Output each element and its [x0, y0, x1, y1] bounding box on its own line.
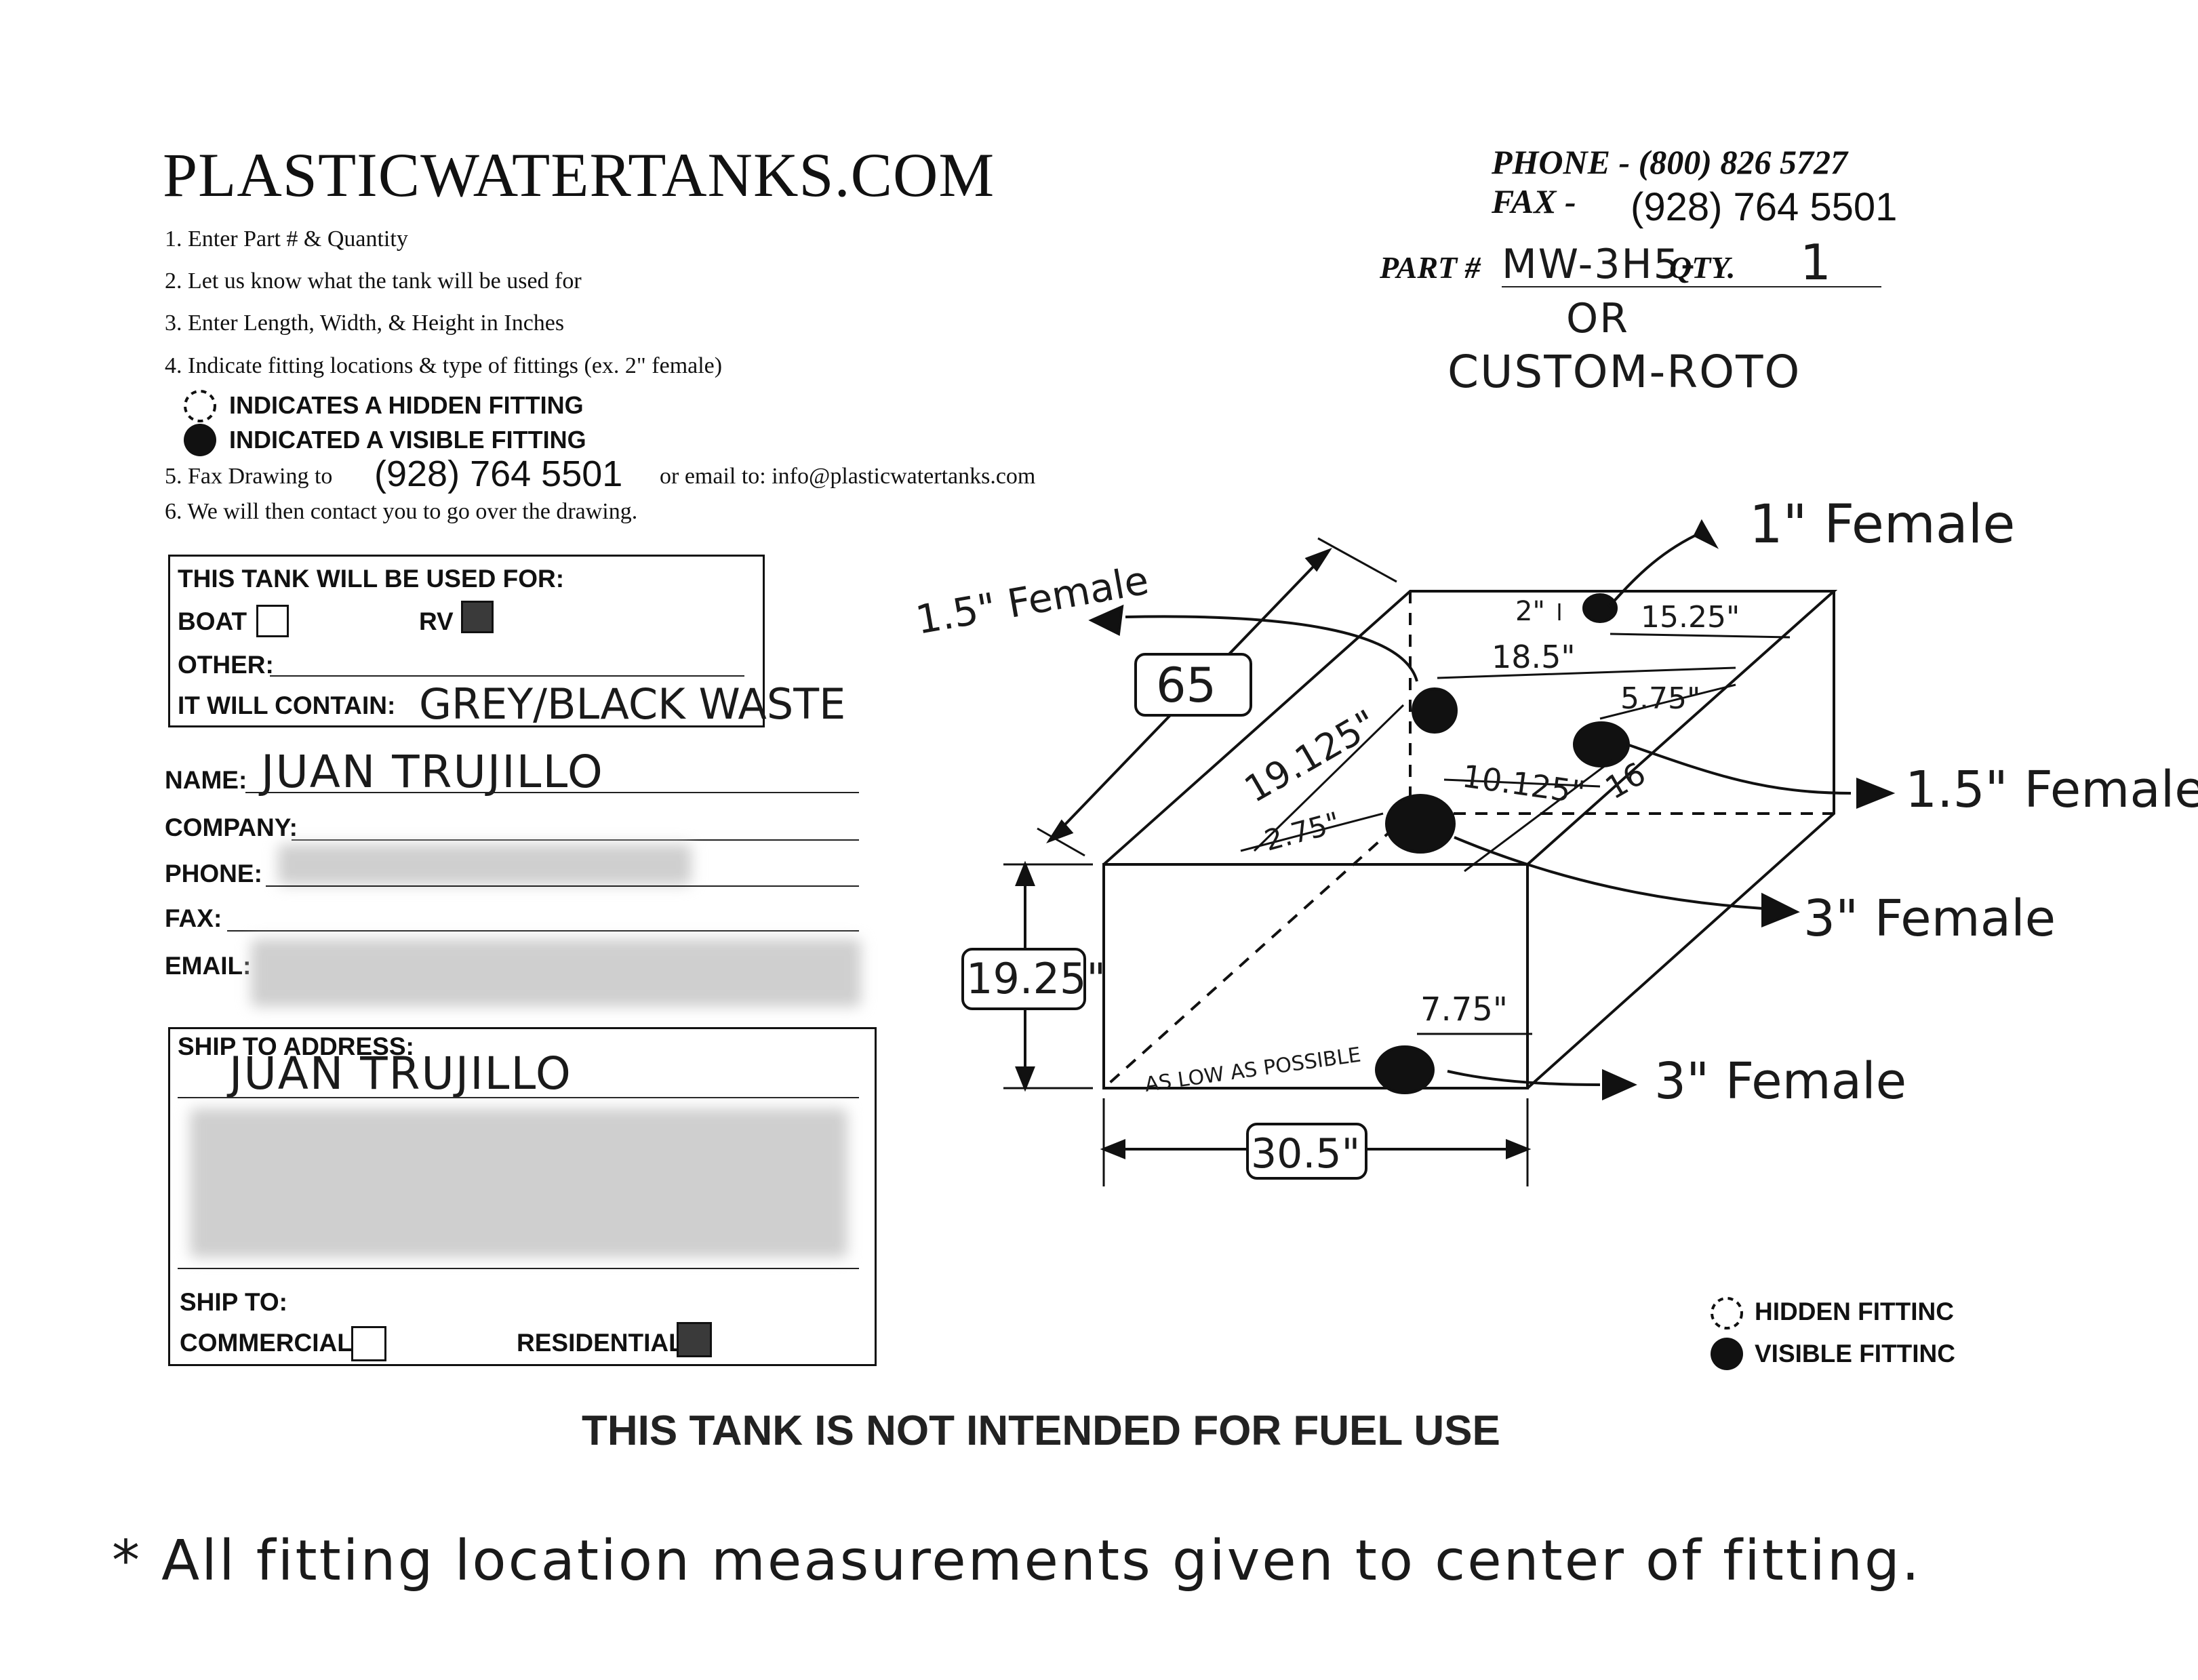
fitting-note: * All fitting location measurements give… [112, 1529, 1921, 1593]
part-label: PART # [1380, 250, 1481, 285]
fitting-left-back [1412, 687, 1458, 734]
fitting-right-mid [1573, 721, 1630, 767]
fax-field-label: FAX: [165, 904, 222, 932]
company-field[interactable] [292, 839, 859, 841]
company-label: COMPANY: [165, 814, 298, 841]
phone-field[interactable] [266, 885, 859, 887]
fitting-front-top [1385, 794, 1456, 854]
fuel-warning: THIS TANK IS NOT INTENDED FOR FUEL USE [582, 1407, 1500, 1454]
commercial-label: COMMERCIAL [180, 1329, 353, 1357]
instruction-step-5-suffix: or email to: info@plasticwatertanks.com [660, 464, 1036, 489]
phone-line: PHONE - (800) 826 5727 [1492, 143, 1847, 181]
instruction-step-1: 1. Enter Part # & Quantity [165, 226, 408, 252]
label-1in-female: 1" Female [1749, 494, 2015, 555]
other-label: OTHER: [178, 651, 274, 679]
instruction-step-5-fax: (928) 764 5501 [374, 454, 623, 494]
tank-front-face [1102, 863, 1529, 1089]
shipping-box [168, 1027, 877, 1366]
qty-label: QTY. [1669, 250, 1736, 285]
legend-visible-label: VISIBLE FITTINC [1755, 1340, 1955, 1367]
boat-label: BOAT [178, 607, 247, 635]
m-10-125: 10.125" [1460, 757, 1587, 811]
custom-roto-text: CUSTOM-ROTO [1447, 346, 1801, 398]
m-5-75: 5.75" [1620, 681, 1700, 716]
fitting-bottom [1375, 1045, 1435, 1094]
label-1-5in-female-right: 1.5" Female [1905, 761, 2198, 819]
m-18-5: 18.5" [1492, 639, 1576, 675]
visible-fitting-legend: INDICATED A VISIBLE FITTING [229, 426, 586, 454]
contain-label: IT WILL CONTAIN: [178, 692, 396, 719]
legend-hidden-icon [1711, 1297, 1743, 1329]
email-label: EMAIL: [165, 952, 252, 980]
m-7-75: 7.75" [1420, 991, 1508, 1028]
instruction-step-4: 4. Indicate fitting locations & type of … [165, 353, 723, 378]
m-2-75: 2.75" [1261, 805, 1344, 858]
hidden-fitting-legend: INDICATES A HIDDEN FITTING [229, 391, 584, 419]
fitting-top-small [1582, 593, 1618, 623]
email-redacted [251, 939, 861, 1007]
residential-label: RESIDENTIAL [517, 1329, 684, 1357]
legend-visible-icon [1711, 1338, 1743, 1370]
phone-label: PHONE: [165, 860, 262, 887]
rv-checkbox[interactable] [461, 601, 494, 633]
part-underline [1502, 286, 1881, 287]
brand-title: PLASTICWATERTANKS.COM [163, 140, 995, 209]
dim-width: 30.5" [1251, 1130, 1360, 1178]
label-3in-female-bottom: 3" Female [1654, 1052, 1906, 1111]
ship-address-redacted [190, 1108, 847, 1258]
ship-heading: SHIP TO ADDRESS: [178, 1033, 414, 1060]
commercial-checkbox[interactable] [351, 1326, 386, 1361]
instruction-step-3: 3. Enter Length, Width, & Height in Inch… [165, 311, 565, 336]
legend-hidden-label: HIDDEN FITTINC [1755, 1298, 1954, 1325]
fax-field[interactable] [227, 930, 859, 932]
usage-heading: THIS TANK WILL BE USED FOR: [178, 565, 565, 593]
contain-value[interactable]: GREY/BLACK WASTE [419, 679, 846, 729]
instruction-step-5-prefix: 5. Fax Drawing to [165, 464, 333, 489]
m-15-25: 15.25" [1641, 600, 1740, 635]
name-field-line [245, 792, 859, 793]
dim-height: 19.25" [966, 954, 1106, 1003]
ship-name-line [178, 1097, 859, 1098]
fax-label: FAX - [1492, 182, 1576, 220]
label-3in-female-right: 3" Female [1803, 889, 2056, 948]
qty-value: 1 [1800, 234, 1833, 291]
residential-checkbox[interactable] [677, 1322, 712, 1357]
dim-length: 65 [1156, 658, 1216, 713]
boat-checkbox[interactable] [256, 605, 289, 637]
instruction-step-2: 2. Let us know what the tank will be use… [165, 268, 582, 294]
ship-address-line [178, 1268, 859, 1269]
rv-label: RV [419, 607, 454, 635]
other-field[interactable] [270, 675, 744, 677]
ship-to-label: SHIP TO: [180, 1288, 288, 1316]
usage-box [168, 555, 765, 727]
name-value[interactable]: JUAN TRUJILLO [261, 746, 604, 798]
name-label: NAME: [165, 766, 247, 794]
instruction-step-6: 6. We will then contact you to go over t… [165, 499, 638, 524]
or-text: OR [1566, 295, 1629, 342]
visible-fitting-icon [184, 424, 216, 456]
hidden-fitting-icon [184, 390, 216, 422]
phone-redacted [278, 844, 692, 885]
part-value: MW-3H5- [1502, 241, 1697, 288]
fax-number: (928) 764 5501 [1631, 185, 1898, 229]
ship-name-value[interactable]: JUAN TRUJILLO [229, 1047, 572, 1100]
m-2: 2" [1515, 596, 1545, 627]
